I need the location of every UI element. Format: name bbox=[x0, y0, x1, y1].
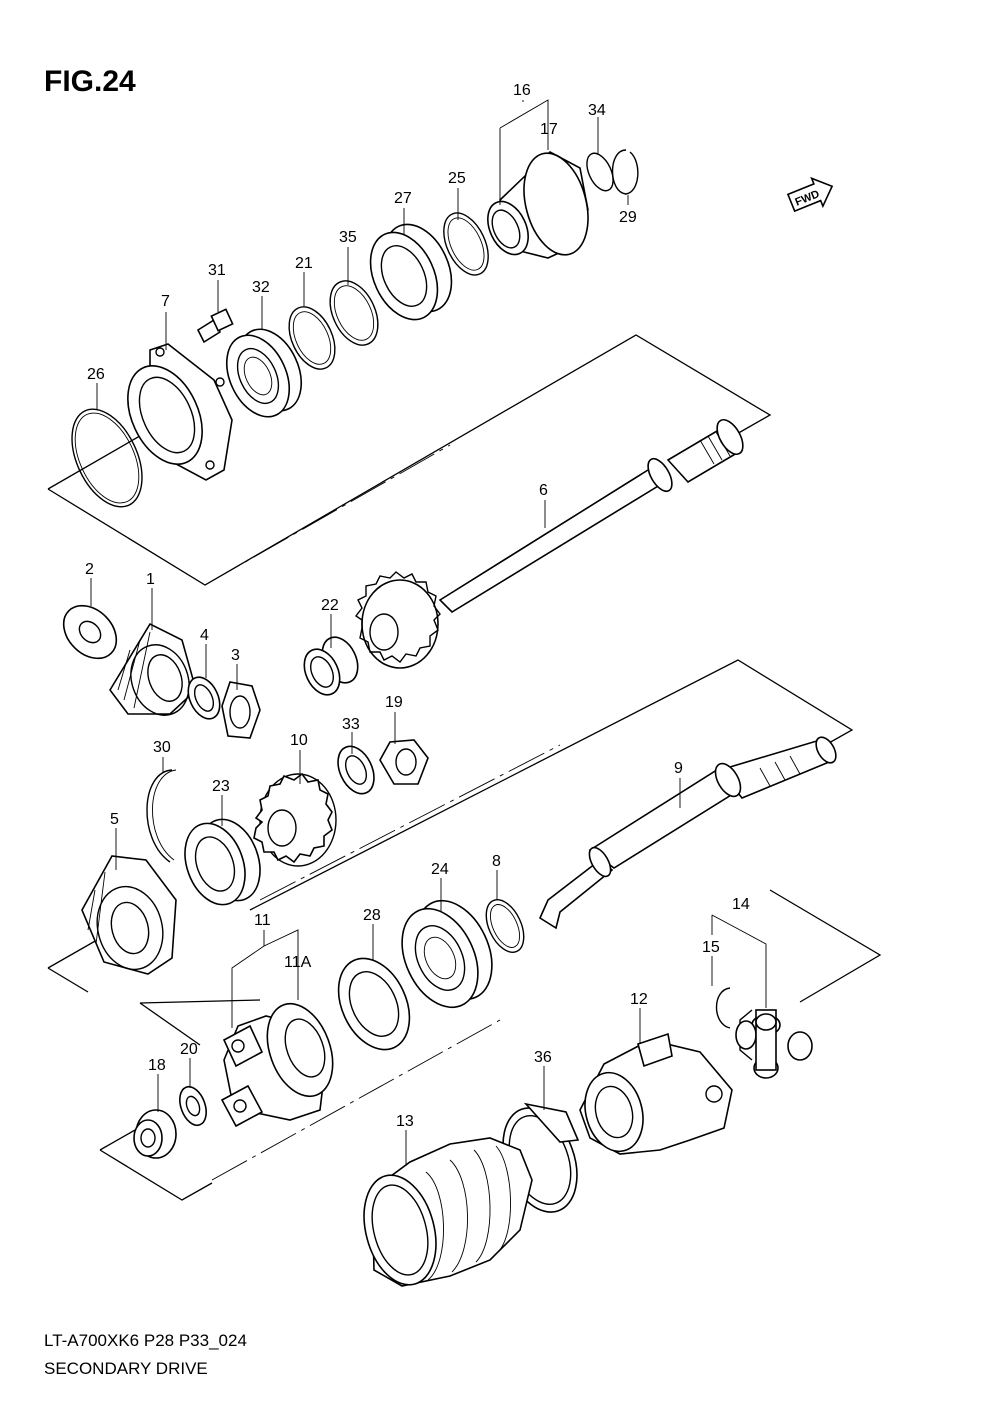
callout-31: 31 bbox=[208, 262, 226, 279]
callout-19: 19 bbox=[385, 694, 403, 711]
callout-29: 29 bbox=[619, 209, 637, 226]
callout-9: 9 bbox=[674, 760, 683, 777]
circlip-30 bbox=[146, 769, 177, 863]
washer-4 bbox=[187, 676, 221, 720]
o-ring-26 bbox=[71, 408, 143, 508]
callout-7: 7 bbox=[161, 293, 170, 310]
boot-13 bbox=[363, 1137, 533, 1287]
callout-36: 36 bbox=[534, 1049, 552, 1066]
callout-15: 15 bbox=[702, 939, 720, 956]
circlip-35 bbox=[329, 280, 379, 346]
callout-6: 6 bbox=[539, 482, 548, 499]
bevel-gear-5 bbox=[81, 855, 177, 975]
callout-17: 17 bbox=[540, 121, 558, 138]
callout-13: 13 bbox=[396, 1113, 414, 1130]
fwd-arrow-icon: FWD bbox=[786, 176, 834, 213]
callout-22: 22 bbox=[321, 597, 339, 614]
callout-18: 18 bbox=[148, 1057, 166, 1074]
callout-11a: 11A bbox=[284, 954, 312, 971]
callout-32: 32 bbox=[252, 279, 270, 296]
leader-lines bbox=[90, 99, 767, 1166]
yoke-12 bbox=[579, 1032, 733, 1155]
callout-34: 34 bbox=[588, 102, 606, 119]
callout-10: 10 bbox=[290, 732, 308, 749]
washer-2 bbox=[62, 604, 118, 660]
callout-35: 35 bbox=[339, 229, 357, 246]
callout-labels: 16 17 34 29 25 27 35 21 32 31 7 26 6 2 1… bbox=[85, 82, 750, 1130]
shaft-9 bbox=[538, 736, 837, 930]
callout-5: 5 bbox=[110, 811, 119, 828]
washer-20 bbox=[179, 1085, 207, 1127]
callout-27: 27 bbox=[394, 190, 412, 207]
gear-10 bbox=[253, 772, 337, 867]
callout-1: 1 bbox=[146, 571, 155, 588]
callout-11: 11 bbox=[254, 912, 271, 929]
bearing-23 bbox=[184, 818, 261, 906]
housing-17 bbox=[487, 151, 589, 259]
bearing-housing-7 bbox=[127, 343, 233, 481]
bevel-gear-1 bbox=[109, 622, 197, 716]
callout-20: 20 bbox=[180, 1041, 198, 1058]
callout-21: 21 bbox=[295, 255, 313, 272]
circlip-29 bbox=[611, 149, 639, 195]
o-ring-25 bbox=[443, 212, 489, 276]
callout-26: 26 bbox=[87, 366, 105, 383]
yoke-11 bbox=[220, 1002, 334, 1128]
callout-16: 16 bbox=[513, 82, 531, 99]
circlip-15 bbox=[715, 987, 731, 1029]
figure-code: LT-A700XK6 P28 P33_024 bbox=[44, 1331, 247, 1350]
bolt-31 bbox=[196, 308, 234, 344]
washer-33 bbox=[337, 745, 375, 795]
callout-25: 25 bbox=[448, 170, 466, 187]
seal-27 bbox=[369, 223, 453, 321]
frame-lines bbox=[47, 334, 882, 1201]
callout-12: 12 bbox=[630, 991, 648, 1008]
figure-title: FIG.24 bbox=[44, 65, 136, 98]
callout-8: 8 bbox=[492, 853, 501, 870]
callout-30: 30 bbox=[153, 739, 171, 756]
seal-28 bbox=[337, 957, 411, 1051]
nut-18 bbox=[133, 1109, 177, 1159]
ring-21 bbox=[288, 306, 336, 370]
callout-2: 2 bbox=[85, 561, 94, 578]
ring-8 bbox=[485, 899, 525, 953]
bearing-24 bbox=[401, 899, 493, 1009]
shaft-6 bbox=[438, 419, 744, 614]
ring-34 bbox=[586, 152, 614, 192]
bearing-22 bbox=[303, 636, 359, 696]
callout-28: 28 bbox=[363, 907, 381, 924]
nut-19 bbox=[379, 739, 429, 785]
callout-24: 24 bbox=[431, 861, 449, 878]
gear-22-on-shaft bbox=[354, 571, 441, 669]
figure-name: SECONDARY DRIVE bbox=[44, 1359, 208, 1378]
nut-3 bbox=[221, 681, 261, 739]
callout-33: 33 bbox=[342, 716, 360, 733]
callout-3: 3 bbox=[231, 647, 240, 664]
u-joint-cross-14 bbox=[735, 1009, 813, 1079]
callout-14: 14 bbox=[732, 896, 750, 913]
callout-4: 4 bbox=[200, 627, 209, 644]
callout-23: 23 bbox=[212, 778, 230, 795]
bearing-32 bbox=[225, 328, 303, 418]
